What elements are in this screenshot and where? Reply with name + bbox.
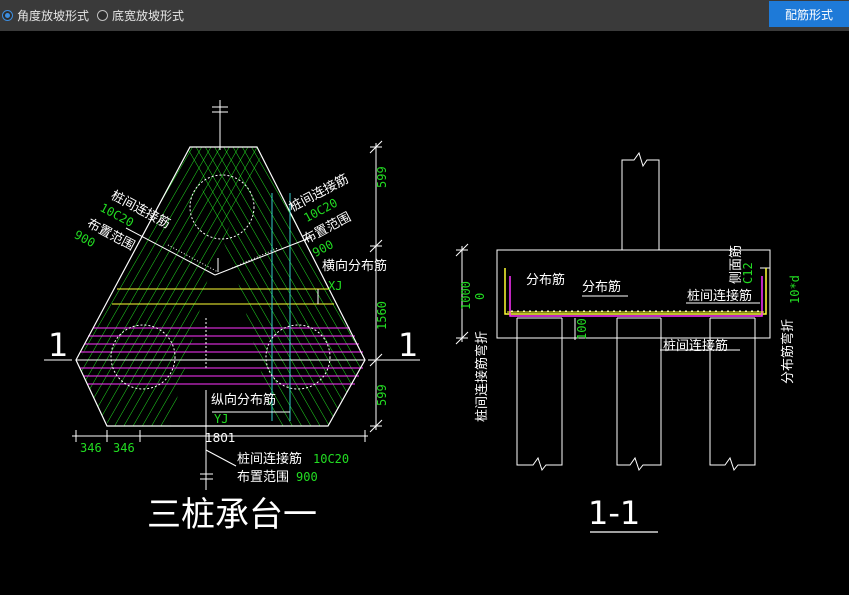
label-dist-bend: 分布筋弯折	[780, 319, 796, 384]
label-link-bottom-spec: 10C20	[313, 452, 349, 466]
strip-bottom-left	[76, 255, 210, 426]
section-marker-left: 1	[48, 326, 68, 364]
pile-right	[265, 324, 331, 390]
label-dist2: 分布筋	[582, 279, 621, 295]
label-yj: YJ	[214, 412, 228, 426]
option-angle-label: 角度放坡形式	[17, 9, 90, 23]
label-transverse: 横向分布筋	[322, 258, 387, 274]
plan-title: 三桩承台一	[147, 495, 317, 535]
dim-width: 1801	[205, 431, 236, 445]
section-marker-right: 1	[398, 326, 418, 364]
label-link2: 桩间连接筋	[663, 338, 728, 354]
plan-view	[44, 100, 420, 490]
dim-mid: 1560	[375, 301, 389, 330]
label-longitudinal: 纵向分布筋	[211, 392, 276, 408]
rebar-strips	[76, 147, 365, 426]
radio-checked-icon[interactable]	[2, 10, 13, 21]
option-width-label: 底宽放坡形式	[112, 9, 185, 23]
pile-left	[110, 324, 176, 390]
label-side: 侧面筋	[728, 245, 744, 284]
section-view	[455, 151, 771, 472]
drawing-canvas: 1 1 桩间连接筋 10C20 布置范围 900 桩间连接筋 10C20 布置范…	[44, 100, 802, 535]
rebar-form-button[interactable]: 配筋形式	[769, 1, 849, 27]
dim-top: 599	[375, 166, 389, 188]
label-range-bottom-value: 900	[296, 470, 318, 484]
dim-left-2: 346	[113, 441, 135, 455]
dim-bot: 599	[375, 384, 389, 406]
dim-height: 1000	[459, 281, 473, 310]
radio-unchecked-icon[interactable]	[97, 10, 109, 21]
right-dimension	[369, 140, 383, 433]
label-xj: XJ	[328, 279, 342, 293]
pile-top	[189, 174, 255, 240]
dim-cover: 100	[575, 318, 589, 340]
label-link: 桩间连接筋	[687, 288, 752, 304]
dim-left-1: 346	[80, 441, 102, 455]
label-dist1: 分布筋	[526, 272, 565, 288]
strip-top-left	[130, 147, 265, 270]
bottom-dimension	[72, 430, 368, 442]
dim-zero: 0	[473, 293, 487, 300]
section-rebars	[504, 268, 767, 317]
option-angle-radio[interactable]: 角度放坡形式	[2, 7, 89, 24]
toolbar: 角度放坡形式 底宽放坡形式 配筋形式	[0, 0, 849, 31]
option-width-radio[interactable]: 底宽放坡形式	[97, 7, 184, 24]
label-link-bottom: 桩间连接筋	[237, 451, 302, 467]
label-side-spec: C12	[741, 262, 755, 284]
label-link-bend: 桩间连接筋弯折	[474, 331, 490, 422]
dim-bend: 10*d	[788, 275, 802, 304]
section-title: 1-1	[588, 494, 640, 532]
label-range-bottom: 布置范围	[237, 470, 289, 485]
